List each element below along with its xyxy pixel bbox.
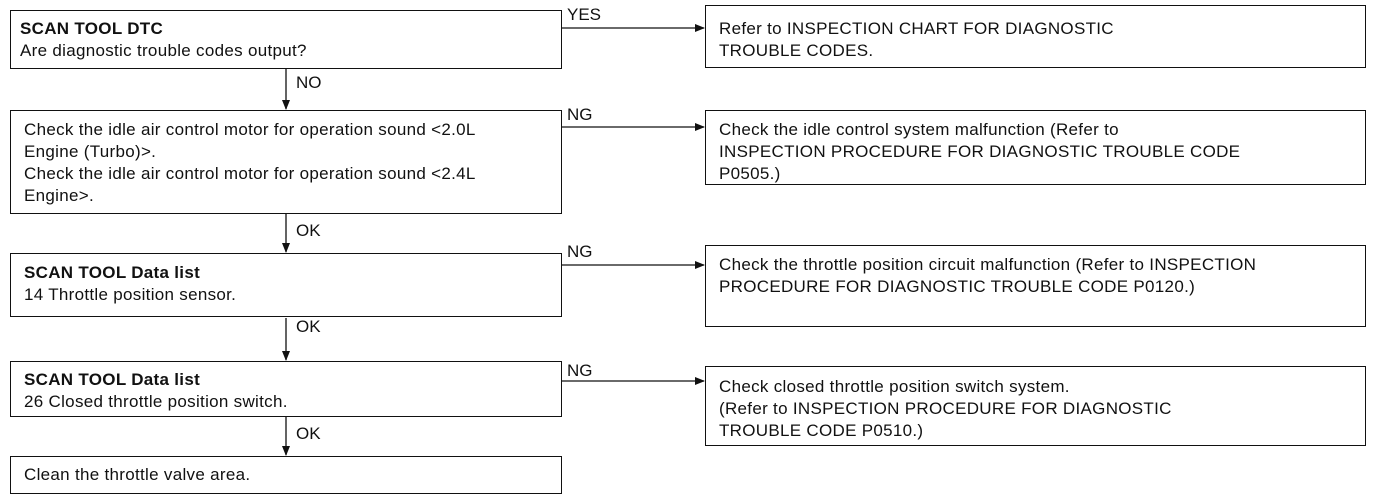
result-text: Check closed throttle position switch sy… [719, 377, 1070, 396]
down-label-ok: OK [296, 221, 321, 240]
step-text: Check the idle air control motor for ope… [24, 164, 476, 183]
result-text: TROUBLE CODE P0510.) [719, 421, 924, 440]
result-text: PROCEDURE FOR DIAGNOSTIC TROUBLE CODE P0… [719, 277, 1196, 296]
result-box-inspection-chart: Refer to INSPECTION CHART FOR DIAGNOSTIC… [705, 5, 1366, 68]
step-box-clean-throttle-valve: Clean the throttle valve area. [10, 456, 562, 494]
down-label-no: NO [296, 73, 322, 92]
result-text: Check the idle control system malfunctio… [719, 120, 1119, 139]
result-text: Refer to INSPECTION CHART FOR DIAGNOSTIC [719, 19, 1114, 38]
down-label-ok: OK [296, 317, 321, 336]
step-box-scan-tool-dtc: SCAN TOOL DTC Are diagnostic trouble cod… [10, 10, 562, 69]
result-box-throttle-position-circuit: Check the throttle position circuit malf… [705, 245, 1366, 327]
step-text: 26 Closed throttle position switch. [24, 392, 288, 411]
branch-label-ng: NG [567, 242, 593, 261]
step-text: Clean the throttle valve area. [24, 465, 251, 484]
branch-label-yes: YES [567, 5, 602, 24]
step-title: SCAN TOOL DTC [20, 19, 164, 38]
step-text: Engine>. [24, 186, 94, 205]
step-text: Check the idle air control motor for ope… [24, 120, 476, 139]
step-box-closed-throttle-switch: SCAN TOOL Data list 26 Closed throttle p… [10, 361, 562, 417]
branch-label-ng: NG [567, 361, 593, 380]
branch-label-ng: NG [567, 105, 593, 124]
step-box-throttle-position-sensor: SCAN TOOL Data list 14 Throttle position… [10, 253, 562, 317]
step-text: Engine (Turbo)>. [24, 142, 157, 161]
step-text: 14 Throttle position sensor. [24, 285, 237, 304]
result-text: Check the throttle position circuit malf… [719, 255, 1257, 274]
result-text: (Refer to INSPECTION PROCEDURE FOR DIAGN… [719, 399, 1172, 418]
result-text: INSPECTION PROCEDURE FOR DIAGNOSTIC TROU… [719, 142, 1241, 161]
result-text: P0505.) [719, 164, 781, 183]
down-label-ok: OK [296, 424, 321, 443]
step-title: SCAN TOOL Data list [24, 263, 201, 282]
step-title: SCAN TOOL Data list [24, 370, 201, 389]
step-text: Are diagnostic trouble codes output? [20, 41, 307, 60]
result-box-closed-throttle-switch-system: Check closed throttle position switch sy… [705, 366, 1366, 446]
step-box-idle-air-control: Check the idle air control motor for ope… [10, 110, 562, 214]
result-box-idle-control-system: Check the idle control system malfunctio… [705, 110, 1366, 185]
result-text: TROUBLE CODES. [719, 41, 874, 60]
